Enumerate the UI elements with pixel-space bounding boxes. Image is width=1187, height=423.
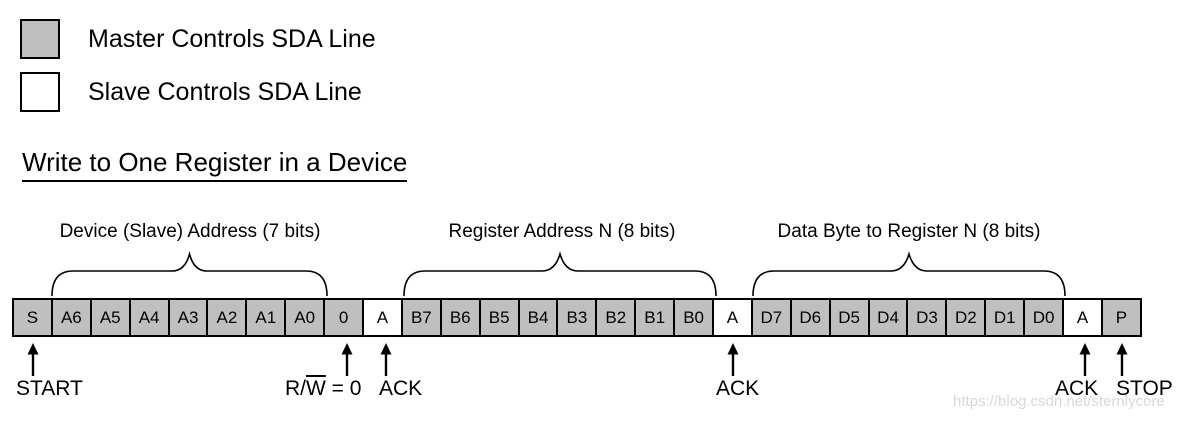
bit-cell-14-b3: B3 [558, 300, 598, 335]
brace-device-address-icon [51, 251, 328, 297]
legend-label-slave: Slave Controls SDA Line [88, 78, 362, 106]
bit-cell-16-b1: B1 [636, 300, 676, 335]
field-label-device-address: Device (Slave) Address (7 bits) [59, 221, 321, 242]
field-label-data-byte: Data Byte to Register N (8 bits) [777, 221, 1041, 242]
ack2-label: ACK [716, 377, 760, 400]
bit-cell-4-a3: A3 [169, 300, 209, 335]
bit-cell-12-b5: B5 [480, 300, 520, 335]
bit-cell-27-a: A [1064, 300, 1103, 335]
bit-cell-7-a0: A0 [286, 300, 326, 335]
bit-cell-0-s: S [14, 300, 53, 335]
stop-label: STOP [1116, 377, 1173, 400]
ack2-arrow-icon [727, 343, 739, 376]
bit-cell-26-d0: D0 [1025, 300, 1065, 335]
bit-cell-17-b0: B0 [675, 300, 715, 335]
bit-cell-2-a5: A5 [91, 300, 131, 335]
bit-cell-23-d3: D3 [908, 300, 948, 335]
rw-label: R/W = 0 [285, 377, 361, 401]
start-label: START [16, 377, 83, 400]
bit-cell-19-d7: D7 [752, 300, 792, 335]
rw-overline-w: W [306, 377, 326, 400]
bit-cell-11-b6: B6 [441, 300, 481, 335]
legend-label-master: Master Controls SDA Line [88, 25, 376, 53]
bit-cell-22-d4: D4 [869, 300, 909, 335]
ack1-arrow-icon [380, 343, 392, 376]
bit-cell-18-a: A [714, 300, 753, 335]
watermark: https://blog.csdn.net/sternlycore [953, 393, 1165, 410]
rw-prefix: R/ [285, 377, 306, 400]
rw-arrow-icon [341, 343, 353, 376]
bit-cell-20-d6: D6 [791, 300, 831, 335]
bit-cell-10-b7: B7 [402, 300, 442, 335]
bit-cell-28-p: P [1102, 300, 1140, 335]
brace-register-address-icon [403, 251, 717, 297]
bit-cell-6-a1: A1 [247, 300, 287, 335]
ack3-arrow-icon [1079, 343, 1091, 376]
section-title: Write to One Register in a Device [22, 147, 408, 182]
bit-cell-25-d1: D1 [986, 300, 1026, 335]
legend-swatch-master [20, 19, 60, 59]
bit-cell-5-a2: A2 [208, 300, 248, 335]
ack1-label: ACK [379, 377, 423, 400]
ack3-label: ACK [1055, 377, 1099, 400]
start-arrow-icon [27, 343, 39, 376]
legend-swatch-slave [20, 72, 60, 112]
bit-cell-1-a6: A6 [52, 300, 92, 335]
rw-suffix: = 0 [325, 377, 362, 400]
stop-arrow-icon [1116, 343, 1128, 376]
bit-cell-24-d2: D2 [947, 300, 987, 335]
bit-cell-15-b2: B2 [597, 300, 637, 335]
bit-cell-9-a: A [364, 300, 403, 335]
bit-cell-3-a4: A4 [130, 300, 170, 335]
bit-cell-21-d5: D5 [830, 300, 870, 335]
bit-cell-8-0: 0 [325, 300, 365, 335]
brace-data-byte-icon [752, 251, 1066, 297]
field-label-register-address: Register Address N (8 bits) [448, 221, 676, 242]
bit-cell-13-b4: B4 [519, 300, 559, 335]
